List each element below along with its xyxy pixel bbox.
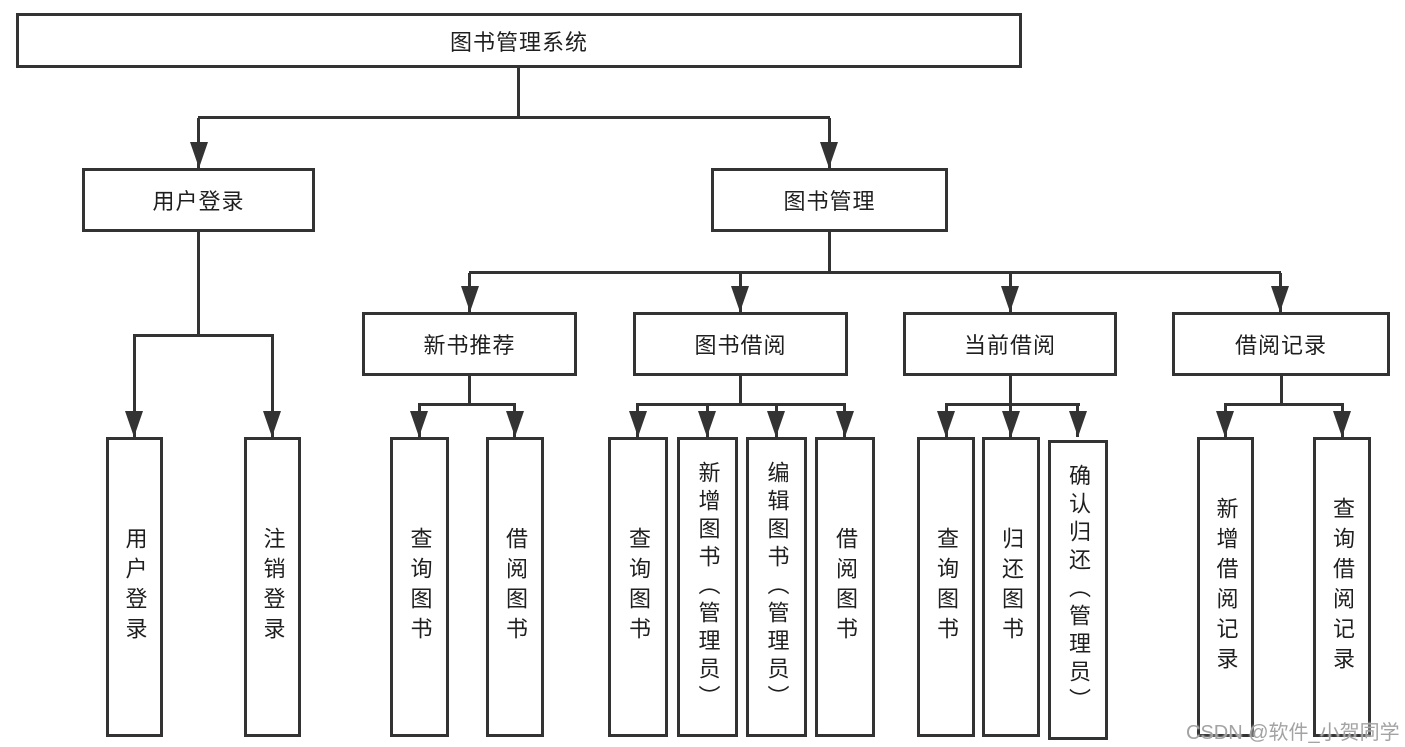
csdn-watermark: CSDN @软件_小贺同学: [1186, 722, 1400, 744]
arrowhead-borrow-records: [1271, 286, 1289, 312]
leaf-borrow-books-2: 借阅图书: [815, 437, 875, 737]
leaf-borrow-books-1: 借阅图书: [486, 437, 544, 737]
leaf-label: 查询借阅记录: [1330, 497, 1355, 677]
connector-bookborrow-rail: [636, 403, 846, 406]
node-library-management-system: 图书管理系统: [16, 13, 1022, 68]
connector-management-stem: [828, 232, 831, 273]
node-book-borrow: 图书借阅: [633, 312, 848, 376]
node-label: 新书推荐: [423, 333, 516, 358]
leaf-logout: 注销登录: [244, 437, 301, 737]
connector-currentborrow-stem: [1009, 376, 1012, 406]
leaf-label: 注销登录: [260, 527, 286, 647]
node-label: 图书管理系统: [449, 29, 588, 55]
node-label: 借阅记录: [1234, 333, 1327, 358]
leaf-add-borrow-record: 新增借阅记录: [1197, 437, 1254, 737]
node-borrow-records: 借阅记录: [1172, 312, 1390, 376]
leaf-label: 查询图书: [407, 527, 433, 647]
connector-root-stem: [517, 68, 520, 119]
arrowhead-new-book: [461, 286, 479, 312]
leaf-label: 新增借阅记录: [1213, 497, 1239, 677]
node-user-login: 用户登录: [82, 168, 315, 232]
leaf-user-login: 用户登录: [106, 437, 163, 737]
arrowhead-leaf-logout: [263, 411, 281, 437]
leaf-return-book: 归还图书: [982, 437, 1040, 737]
arrowhead-user-login: [190, 142, 208, 168]
arrowhead-query-books-3: [937, 411, 955, 437]
node-label: 用户登录: [152, 189, 245, 214]
leaf-query-books-1: 查询图书: [390, 437, 449, 737]
node-label: 当前借阅: [963, 333, 1056, 358]
leaf-label: 借阅图书: [833, 527, 858, 647]
leaf-query-books-2: 查询图书: [608, 437, 668, 737]
arrowhead-add-book: [698, 411, 716, 437]
arrowhead-borrow-books-1: [506, 411, 524, 437]
arrowhead-add-record: [1216, 411, 1234, 437]
leaf-add-book-admin: 新增图书（管理员）: [677, 437, 738, 737]
node-book-management: 图书管理: [711, 168, 948, 232]
node-label: 图书管理: [783, 189, 876, 214]
connector-login-rail: [133, 334, 274, 337]
connector-records-rail: [1224, 403, 1344, 406]
leaf-label: 新增图书（管理员）: [695, 461, 721, 713]
leaf-edit-book-admin: 编辑图书（管理员）: [746, 437, 807, 737]
leaf-query-books-3: 查询图书: [917, 437, 975, 737]
connector-to-leaf-user-login: [133, 336, 136, 437]
arrowhead-query-books-1: [410, 411, 428, 437]
arrowhead-edit-book: [767, 411, 785, 437]
connector-records-stem: [1280, 376, 1283, 406]
leaf-query-borrow-record: 查询借阅记录: [1313, 437, 1371, 737]
leaf-label: 查询图书: [626, 527, 651, 647]
connector-to-leaf-logout: [271, 336, 274, 437]
connector-login-stem: [197, 232, 200, 337]
leaf-label: 用户登录: [122, 527, 148, 647]
arrowhead-borrow-books-2: [836, 411, 854, 437]
arrowhead-query-record: [1333, 411, 1351, 437]
node-new-book-recommend: 新书推荐: [362, 312, 577, 376]
connector-management-rail: [469, 271, 1281, 274]
connector-root-rail: [198, 116, 830, 119]
arrowhead-leaf-user-login: [125, 411, 143, 437]
connector-newbook-rail: [418, 403, 516, 406]
arrowhead-query-books-2: [629, 411, 647, 437]
leaf-label: 归还图书: [999, 527, 1024, 647]
leaf-label: 查询图书: [934, 527, 959, 647]
arrowhead-book-borrow: [731, 286, 749, 312]
arrowhead-return-book: [1002, 411, 1020, 437]
leaf-label: 编辑图书（管理员）: [764, 461, 790, 713]
node-current-borrow: 当前借阅: [903, 312, 1117, 376]
arrowhead-book-management: [820, 142, 838, 168]
leaf-confirm-return-admin: 确认归还（管理员）: [1048, 440, 1108, 740]
connector-newbook-stem: [468, 376, 471, 406]
arrowhead-confirm-return: [1069, 411, 1087, 437]
node-label: 图书借阅: [694, 333, 787, 358]
connector-bookborrow-stem: [739, 376, 742, 406]
connector-currentborrow-rail: [945, 403, 1080, 406]
arrowhead-current-borrow: [1001, 286, 1019, 312]
leaf-label: 确认归还（管理员）: [1066, 464, 1091, 716]
leaf-label: 借阅图书: [503, 527, 528, 647]
